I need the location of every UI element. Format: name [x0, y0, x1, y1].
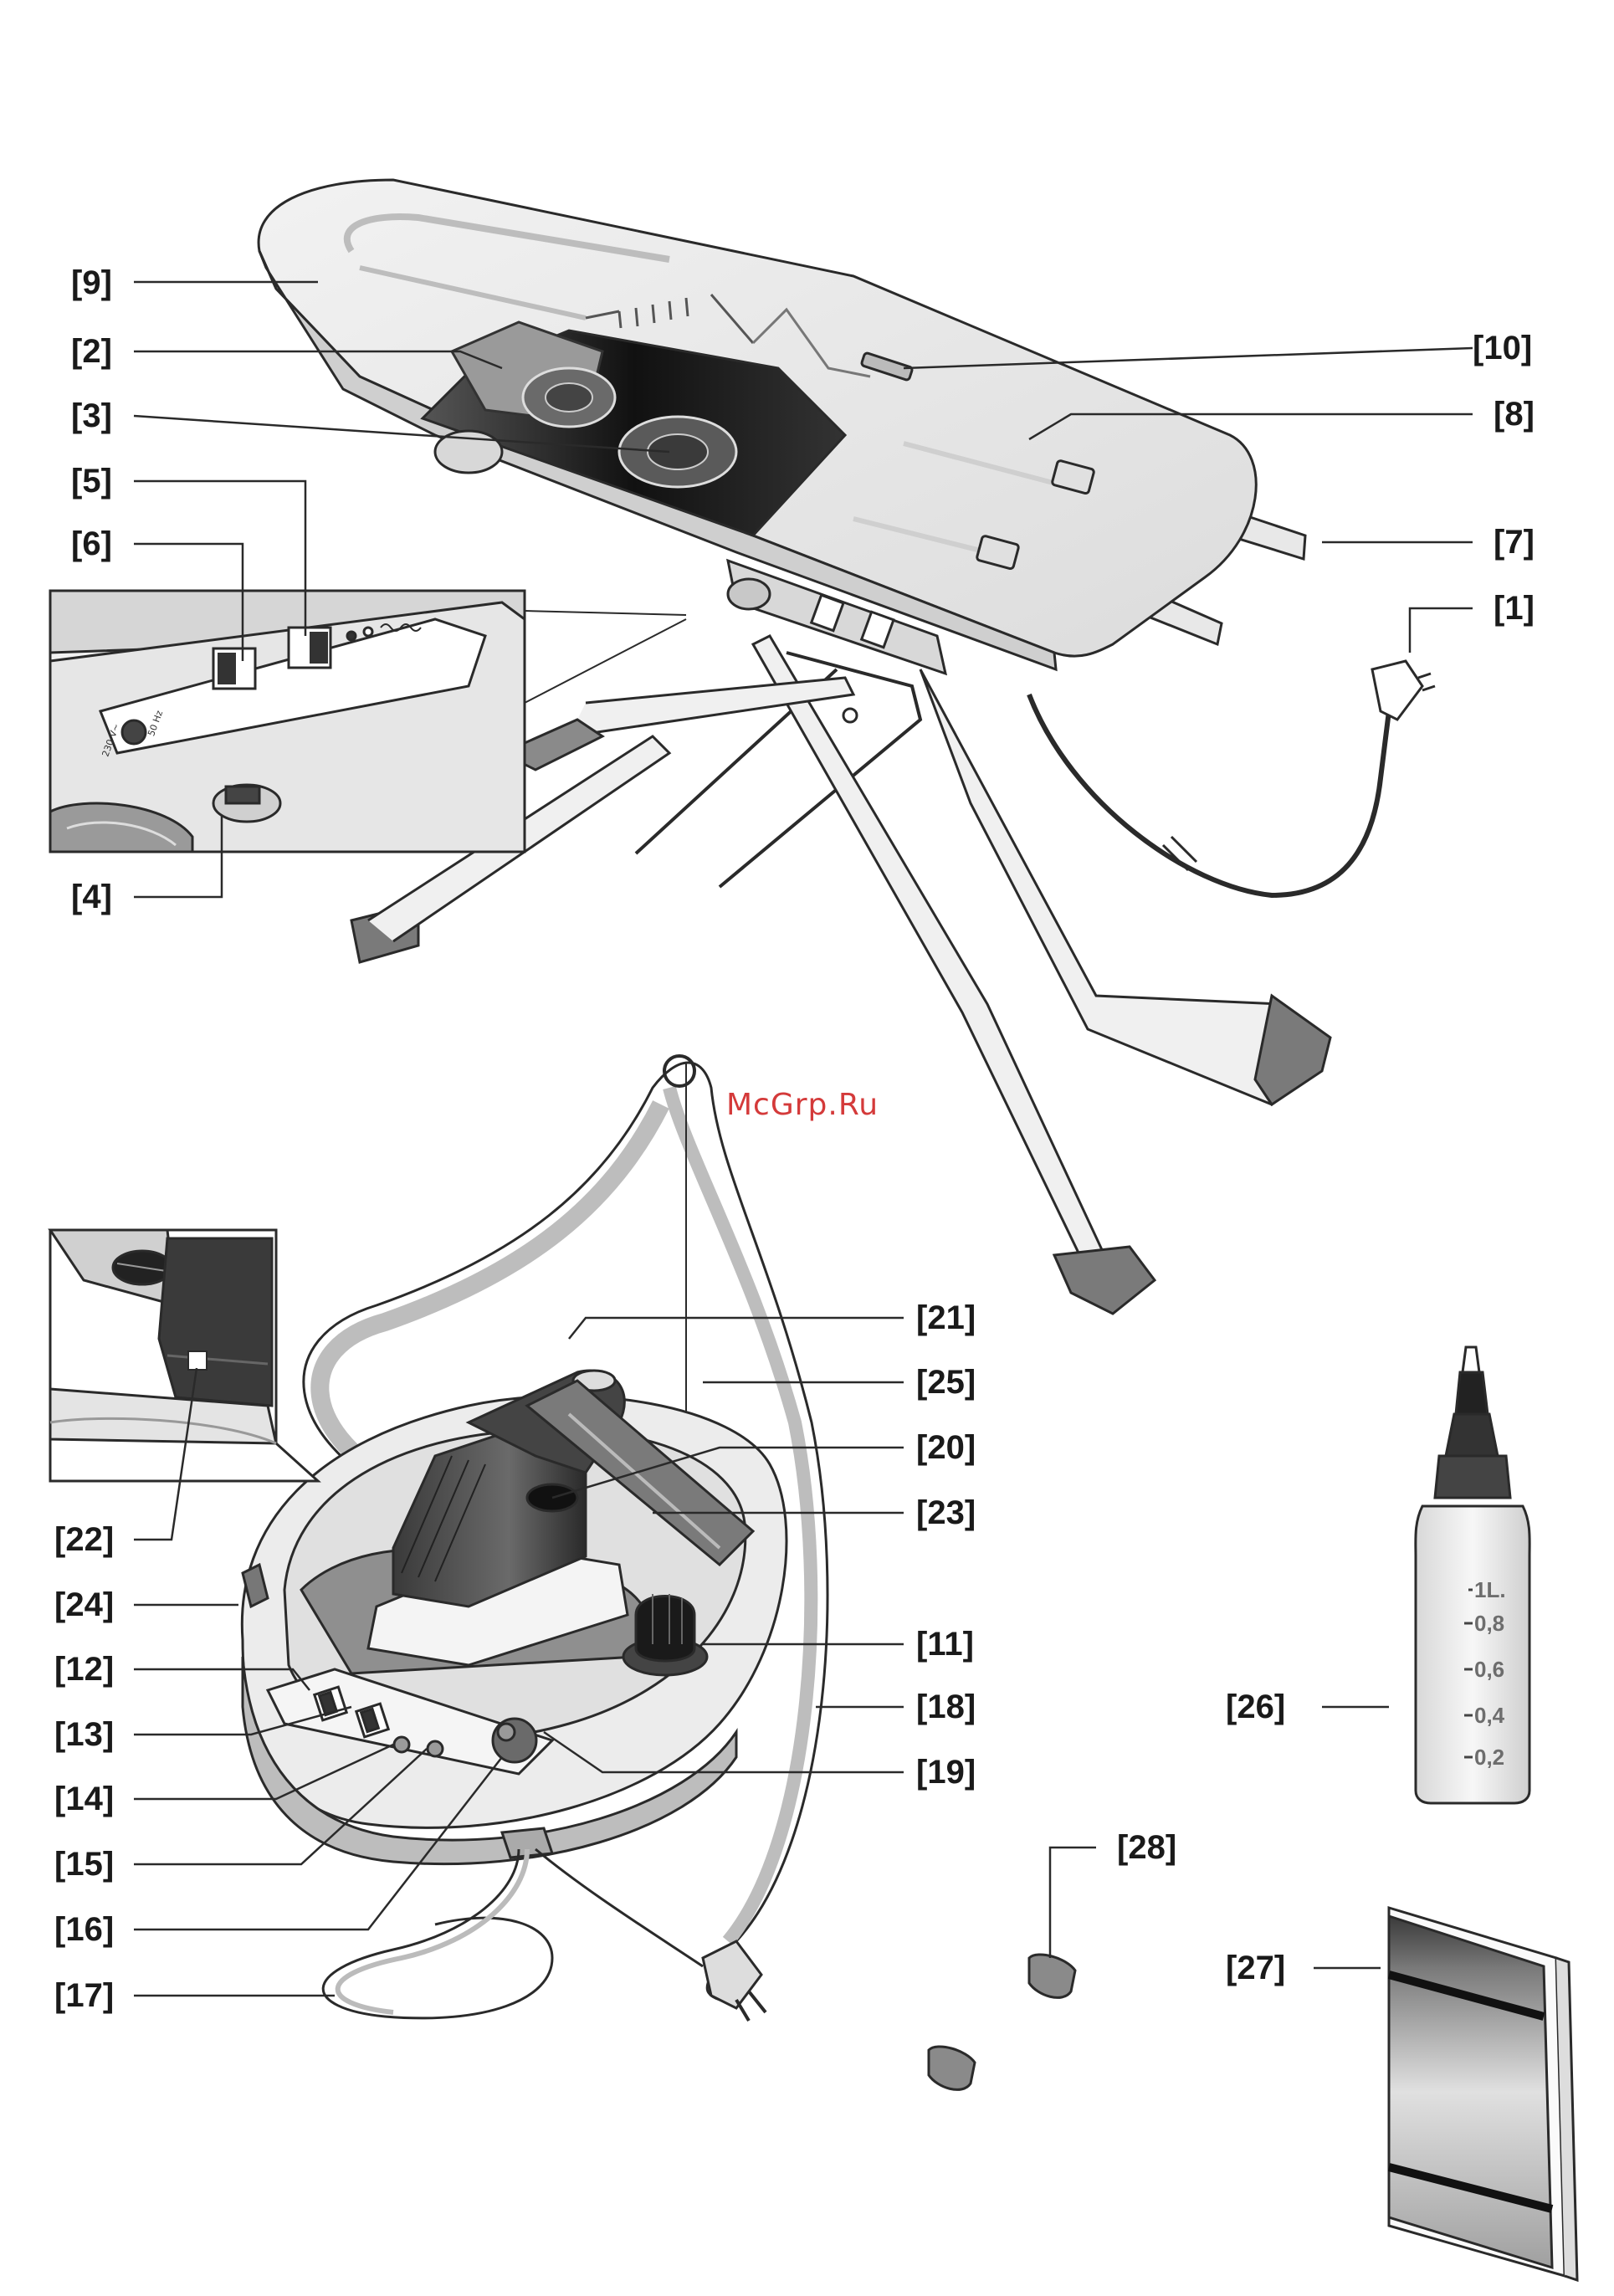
callout-label-23: [23] — [916, 1496, 976, 1530]
inset-station-body — [159, 1238, 272, 1406]
water-knob — [636, 1596, 694, 1662]
callout-label-9: [9] — [71, 266, 112, 300]
callout-label-3: [3] — [71, 399, 112, 433]
callout-label-13: [13] — [54, 1718, 114, 1751]
leg-foot-bottom — [1054, 1247, 1155, 1314]
callout-label-28: [28] — [1117, 1831, 1176, 1864]
callout-label-21: [21] — [916, 1301, 976, 1335]
callout-label-12: [12] — [54, 1653, 114, 1686]
spare-filter-2 — [929, 2047, 975, 2089]
callout-label-2: [2] — [71, 335, 112, 368]
leader-28 — [1050, 1848, 1096, 1958]
inset-button — [188, 1351, 207, 1370]
callout-label-24: [24] — [54, 1588, 114, 1622]
callout-label-7: [7] — [1494, 525, 1535, 559]
instruction-manual — [1389, 1908, 1577, 2280]
callout-label-14: [14] — [54, 1782, 114, 1816]
callout-label-26: [26] — [1226, 1690, 1285, 1724]
spare-filters — [929, 1955, 1075, 2089]
board-power-cord — [1029, 694, 1389, 895]
callout-label-20: [20] — [916, 1431, 976, 1464]
bottle-scale-0-4: 0,4 — [1474, 1703, 1504, 1729]
callout-label-6: [6] — [71, 527, 112, 561]
steam-station — [242, 1056, 827, 2021]
callout-label-15: [15] — [54, 1848, 114, 1881]
callout-label-11: [11] — [916, 1627, 974, 1661]
bottle-body — [1416, 1506, 1529, 1803]
spare-filter-1 — [1029, 1955, 1075, 1997]
station-power-cord — [323, 1849, 703, 2018]
callout-label-17: [17] — [54, 1979, 114, 2012]
callout-label-27: [27] — [1226, 1951, 1285, 1985]
callout-label-4: [4] — [71, 880, 112, 914]
bottle-cap — [1435, 1456, 1510, 1498]
board-plug — [1372, 661, 1422, 720]
bottle-scale-0-2: 0,2 — [1474, 1745, 1504, 1771]
callout-label-16: [16] — [54, 1913, 114, 1946]
callout-label-8: [8] — [1494, 397, 1535, 431]
bottle-scale-0-6: 0,6 — [1474, 1657, 1504, 1683]
callout-label-18: [18] — [916, 1690, 976, 1724]
callout-label-19: [19] — [916, 1755, 976, 1789]
leader-1 — [1410, 608, 1473, 653]
callout-label-22: [22] — [54, 1523, 114, 1556]
station-inset — [50, 1230, 318, 1481]
bottle-scale-1l: 1L. — [1474, 1577, 1506, 1603]
callout-label-10: [10] — [1473, 331, 1532, 365]
bottle-scale-0-8: 0,8 — [1474, 1611, 1504, 1637]
manual-cover — [1389, 1916, 1552, 2268]
bottle-nozzle — [1456, 1372, 1488, 1414]
callout-label-5: [5] — [71, 464, 112, 498]
watermark: McGrp.Ru — [726, 1088, 879, 1122]
station-steam-knob — [493, 1719, 536, 1762]
water-bottle — [1416, 1347, 1529, 1803]
leader-21 — [569, 1318, 904, 1339]
callout-label-1: [1] — [1494, 592, 1535, 625]
station-lamp-1 — [394, 1737, 409, 1752]
station-lamp-2 — [428, 1741, 443, 1756]
callout-label-25: [25] — [916, 1366, 976, 1399]
